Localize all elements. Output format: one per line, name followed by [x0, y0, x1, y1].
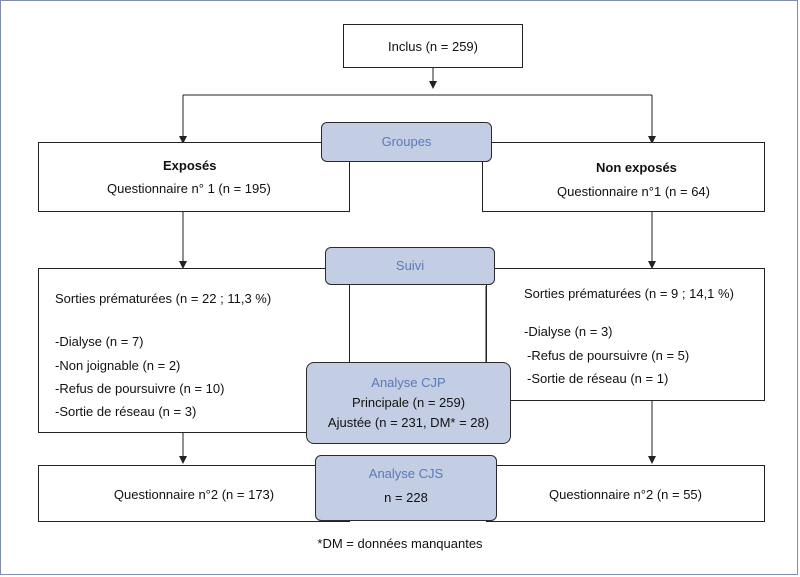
follow-up-label-box: Suivi — [325, 247, 495, 285]
analysis-cjp-adjusted: Ajustée (n = 231, DM* = 28) — [327, 415, 490, 430]
footnote: *DM = données manquantes — [317, 536, 483, 551]
analysis-cjp-box: Analyse CJP Principale (n = 259) Ajustée… — [306, 362, 511, 444]
exposed-q2-box: Questionnaire n°2 (n = 173) — [38, 465, 350, 522]
exposed-exits-summary: Sorties prématurées (n = 22 ; 11,3 %) — [55, 291, 272, 306]
analysis-cjp-main: Principale (n = 259) — [351, 395, 466, 410]
included-box: Inclus (n = 259) — [343, 24, 523, 68]
analysis-cjs-box: Analyse CJS n = 228 — [315, 455, 497, 521]
non-exposed-exit-item: -Refus de poursuivre (n = 5) — [527, 348, 690, 363]
groups-label-box: Groupes — [321, 122, 492, 162]
non-exposed-questionnaire: Questionnaire n°1 (n = 64) — [557, 184, 710, 199]
exposed-exit-item: -Dialyse (n = 7) — [55, 334, 144, 349]
analysis-cjs-n: n = 228 — [384, 490, 428, 505]
follow-up-label: Suivi — [395, 258, 425, 273]
exposed-q2-label: Questionnaire n°2 (n = 173) — [113, 487, 275, 502]
exposed-exits-box: Sorties prématurées (n = 22 ; 11,3 %) -D… — [38, 268, 350, 433]
included-label: Inclus (n = 259) — [388, 39, 478, 54]
analysis-cjs-title: Analyse CJS — [368, 466, 444, 481]
exposed-exit-item: -Sortie de réseau (n = 3) — [55, 404, 197, 419]
non-exposed-exit-item: -Dialyse (n = 3) — [524, 324, 613, 339]
non-exposed-q2-label: Questionnaire n°2 (n = 55) — [549, 487, 702, 502]
exposed-title: Exposés — [163, 158, 217, 173]
non-exposed-exits-summary: Sorties prématurées (n = 9 ; 14,1 %) — [524, 286, 734, 301]
exposed-exit-item: -Non joignable (n = 2) — [55, 358, 181, 373]
non-exposed-title: Non exposés — [596, 160, 677, 175]
groups-label: Groupes — [381, 134, 432, 149]
exposed-box: Exposés Questionnaire n° 1 (n = 195) — [38, 142, 350, 212]
non-exposed-exit-item: -Sortie de réseau (n = 1) — [527, 371, 669, 386]
non-exposed-box: Non exposés Questionnaire n°1 (n = 64) — [482, 142, 765, 212]
non-exposed-q2-box: Questionnaire n°2 (n = 55) — [486, 465, 765, 522]
exposed-exit-item: -Refus de poursuivre (n = 10) — [55, 381, 225, 396]
exposed-questionnaire: Questionnaire n° 1 (n = 195) — [107, 181, 271, 196]
analysis-cjp-title: Analyse CJP — [371, 375, 446, 390]
non-exposed-exits-box: Sorties prématurées (n = 9 ; 14,1 %) -Di… — [486, 268, 765, 401]
